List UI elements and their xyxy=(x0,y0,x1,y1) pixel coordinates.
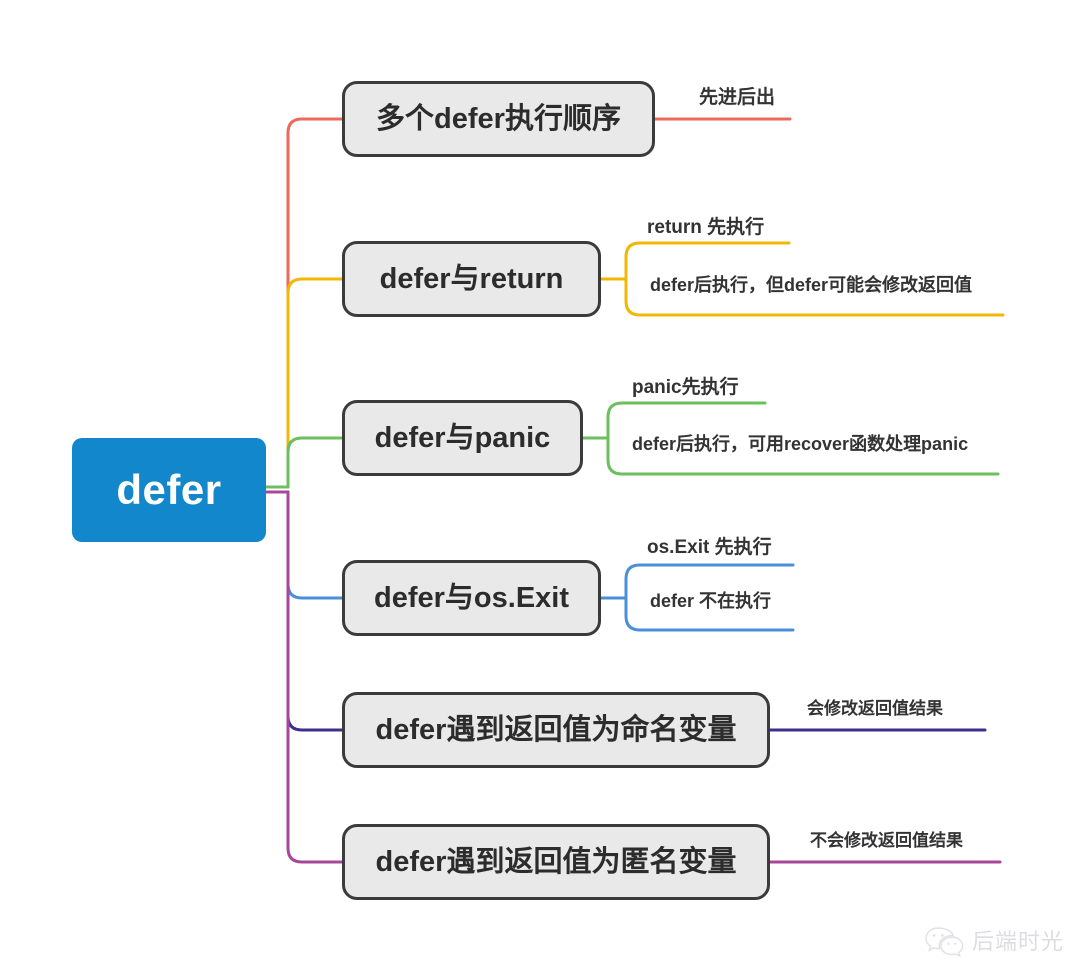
wire-branch-named xyxy=(286,490,344,732)
node-label: defer与os.Exit xyxy=(374,581,569,614)
node-defer-and-return[interactable]: defer与return xyxy=(342,241,601,317)
node-multiple-defer-order[interactable]: 多个defer执行顺序 xyxy=(342,81,655,157)
node-defer-and-osexit[interactable]: defer与os.Exit xyxy=(342,560,601,636)
wire-branch-anonymous xyxy=(286,490,344,864)
node-label: 多个defer执行顺序 xyxy=(376,102,621,135)
node-defer-anonymous-return-var[interactable]: defer遇到返回值为匿名变量 xyxy=(342,824,770,900)
watermark: 后端时光 xyxy=(924,926,1064,958)
node-defer-and-panic[interactable]: defer与panic xyxy=(342,400,583,476)
node-label: defer遇到返回值为命名变量 xyxy=(375,713,737,746)
leaf-label-anonymous-no-modify[interactable]: 不会修改返回值结果 xyxy=(810,831,963,850)
leaf-label-osexit-first[interactable]: os.Exit 先执行 xyxy=(647,537,772,558)
leaf-label-panic-first[interactable]: panic先执行 xyxy=(632,377,739,398)
node-defer-named-return-var[interactable]: defer遇到返回值为命名变量 xyxy=(342,692,770,768)
root-node-defer[interactable]: defer xyxy=(72,438,266,542)
node-label: defer遇到返回值为匿名变量 xyxy=(375,845,737,878)
watermark-text: 后端时光 xyxy=(971,929,1064,954)
leaf-label-return-defer-after[interactable]: defer后执行，但defer可能会修改返回值 xyxy=(650,275,973,295)
node-label: defer与return xyxy=(379,262,564,295)
node-label: defer与panic xyxy=(374,421,551,454)
root-node-label: defer xyxy=(116,466,222,513)
wire-branch-return xyxy=(286,277,344,489)
leaf-label-named-modifies[interactable]: 会修改返回值结果 xyxy=(807,699,943,718)
leaf-label-return-first[interactable]: return 先执行 xyxy=(647,217,765,238)
leaf-label-osexit-defer-skipped[interactable]: defer 不在执行 xyxy=(650,591,772,611)
wire-branch-order xyxy=(286,117,344,489)
leaf-label-panic-recover[interactable]: defer后执行，可用recover函数处理panic xyxy=(632,434,969,454)
wechat-icon xyxy=(925,927,964,958)
wire-branch-osexit xyxy=(286,490,344,600)
wire-branch-panic xyxy=(286,436,344,489)
leaf-label-order-fifo[interactable]: 先进后出 xyxy=(699,87,776,108)
